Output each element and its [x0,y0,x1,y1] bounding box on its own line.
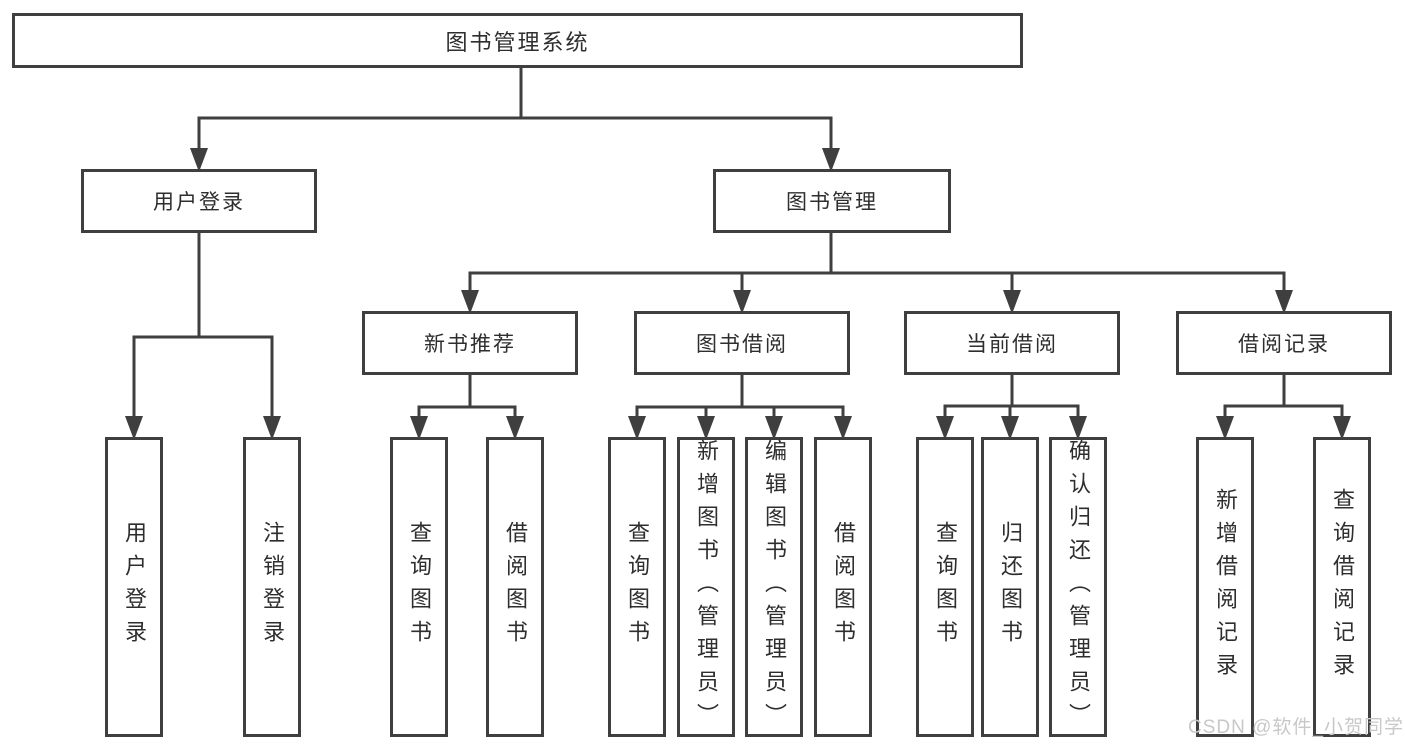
arrow-down-icon [697,416,715,440]
arrow-down-icon [190,148,208,172]
leaf-borrow-books: 借阅图书 [486,437,544,737]
leaf-label: 注销登录 [260,521,285,653]
arrow-down-icon [834,416,852,440]
arrow-down-icon [1001,416,1019,440]
arrow-down-icon [765,416,783,440]
arrow-down-icon [461,290,479,314]
arrow-down-icon [506,416,524,440]
leaf-query-borrow-record: 查询借阅记录 [1313,437,1371,737]
leaf-label: 确认归还（管理员） [1066,438,1091,736]
node-book-management: 图书管理 [713,169,951,233]
node-book-borrow: 图书借阅 [634,311,850,375]
arrow-down-icon [1333,416,1351,440]
leaf-query-books: 查询图书 [916,437,974,737]
arrow-down-icon [263,416,281,440]
leaf-label: 编辑图书（管理员） [762,438,787,736]
leaf-user-login: 用户登录 [105,437,163,737]
arrow-down-icon [822,148,840,172]
leaf-borrow-books: 借阅图书 [814,437,872,737]
leaf-label: 借阅图书 [831,521,856,653]
leaf-label: 查询图书 [407,521,432,653]
leaf-return-books: 归还图书 [981,437,1039,737]
arrow-down-icon [410,416,428,440]
leaf-confirm-return-admin: 确认归还（管理员） [1049,437,1107,737]
leaf-add-books-admin: 新增图书（管理员） [677,437,735,737]
leaf-add-borrow-record: 新增借阅记录 [1196,437,1254,737]
arrow-down-icon [733,290,751,314]
leaf-label: 查询借阅记录 [1330,488,1355,686]
node-new-book-recommend: 新书推荐 [362,311,578,375]
leaf-label: 新增借阅记录 [1213,488,1238,686]
csdn-watermark: CSDN @软件_小贺同学 [1188,717,1404,738]
node-user-login: 用户登录 [81,169,317,233]
arrow-down-icon [936,416,954,440]
leaf-label: 借阅图书 [503,521,528,653]
arrow-down-icon [1003,290,1021,314]
node-current-borrow: 当前借阅 [904,311,1120,375]
arrow-down-icon [125,416,143,440]
leaf-query-books: 查询图书 [390,437,448,737]
leaf-logout-login: 注销登录 [243,437,301,737]
leaf-label: 归还图书 [998,521,1023,653]
node-library-system: 图书管理系统 [12,13,1023,68]
leaf-query-books: 查询图书 [608,437,666,737]
leaf-label: 新增图书（管理员） [694,438,719,736]
arrow-down-icon [1069,416,1087,440]
arrowheads [125,148,1351,440]
leaf-label: 查询图书 [933,521,958,653]
leaf-label: 查询图书 [625,521,650,653]
arrow-down-icon [628,416,646,440]
arrow-down-icon [1216,416,1234,440]
connector [132,66,1344,418]
node-borrow-records: 借阅记录 [1176,311,1392,375]
arrow-down-icon [1275,290,1293,314]
leaf-edit-books-admin: 编辑图书（管理员） [745,437,803,737]
leaf-label: 用户登录 [122,521,147,653]
